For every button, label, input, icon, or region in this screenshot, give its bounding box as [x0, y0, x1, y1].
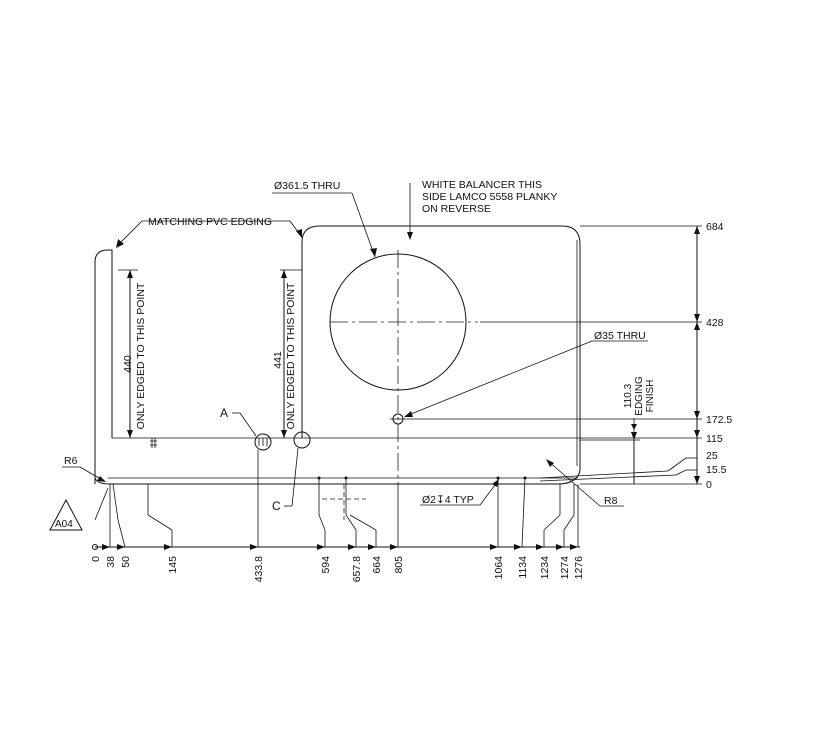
vdim-15-5: 15.5 — [706, 464, 727, 476]
hdim-0: 0 — [90, 556, 102, 562]
note-leaders — [62, 183, 648, 521]
hdim-664: 664 — [371, 556, 383, 574]
vdim-115: 115 — [706, 433, 723, 445]
note-drill: Ø2↧4 TYP — [422, 494, 474, 506]
note-small-hole: Ø35 THRU — [594, 330, 646, 342]
label-r6: R6 — [64, 455, 78, 467]
hdim-145: 145 — [167, 556, 179, 574]
panel-outline — [94, 225, 581, 485]
edging-finish-2: FINISH — [645, 380, 656, 413]
note-balancer-2: SIDE LAMCO 5558 PLANKY — [422, 191, 557, 203]
label-detail-a: A — [220, 406, 228, 420]
edged-left-text: ONLY EDGED TO THIS POINT — [135, 282, 147, 429]
note-large-hole: Ø361.5 THRU — [274, 180, 340, 192]
revision-tag: A04 — [55, 519, 73, 530]
hdim-657-8: 657.8 — [351, 556, 363, 582]
large-hole — [329, 250, 478, 484]
vdim-428: 428 — [706, 317, 724, 329]
revision-triangle — [49, 498, 83, 531]
hdim-1234: 1234 — [539, 556, 551, 580]
hdim-594: 594 — [320, 556, 332, 574]
vertical-dimension-chain — [406, 225, 702, 485]
vdim-0: 0 — [706, 479, 712, 491]
note-balancer-3: ON REVERSE — [422, 203, 491, 215]
hdim-433-8: 433.8 — [253, 556, 265, 582]
edging-finish-1: EDGING — [634, 376, 645, 416]
label-r8: R8 — [604, 495, 618, 507]
hdim-1276: 1276 — [573, 556, 585, 580]
note-balancer-1: WHITE BALANCER THIS — [422, 179, 542, 191]
hdim-38: 38 — [105, 556, 117, 568]
edged-left-value: 440 — [122, 355, 134, 373]
detail-a-circle — [254, 433, 272, 451]
hdim-1064: 1064 — [493, 556, 505, 580]
edged-mid-value: 441 — [272, 351, 284, 369]
hdim-1134: 1134 — [517, 556, 529, 579]
small-hole — [390, 413, 406, 425]
edged-mid-dimension — [280, 269, 302, 438]
vdim-684: 684 — [706, 221, 724, 233]
hdim-1274: 1274 — [559, 556, 571, 580]
note-pvc-edging: MATCHING PVC EDGING — [148, 216, 272, 228]
edged-mid-text: ONLY EDGED TO THIS POINT — [285, 282, 297, 429]
edging-finish-dimension — [580, 418, 640, 484]
edging-finish-value: 110.3 — [623, 383, 634, 408]
vdim-172-5: 172.5 — [706, 414, 732, 426]
edge-feature — [150, 438, 157, 448]
hdim-805: 805 — [393, 556, 405, 574]
detail-c-circle — [293, 431, 311, 449]
label-detail-c: C — [272, 499, 281, 513]
horizontal-dimension-chain — [92, 450, 580, 550]
vdim-25: 25 — [706, 450, 718, 462]
hdim-50: 50 — [120, 556, 132, 568]
edged-left-dimension — [118, 269, 138, 438]
